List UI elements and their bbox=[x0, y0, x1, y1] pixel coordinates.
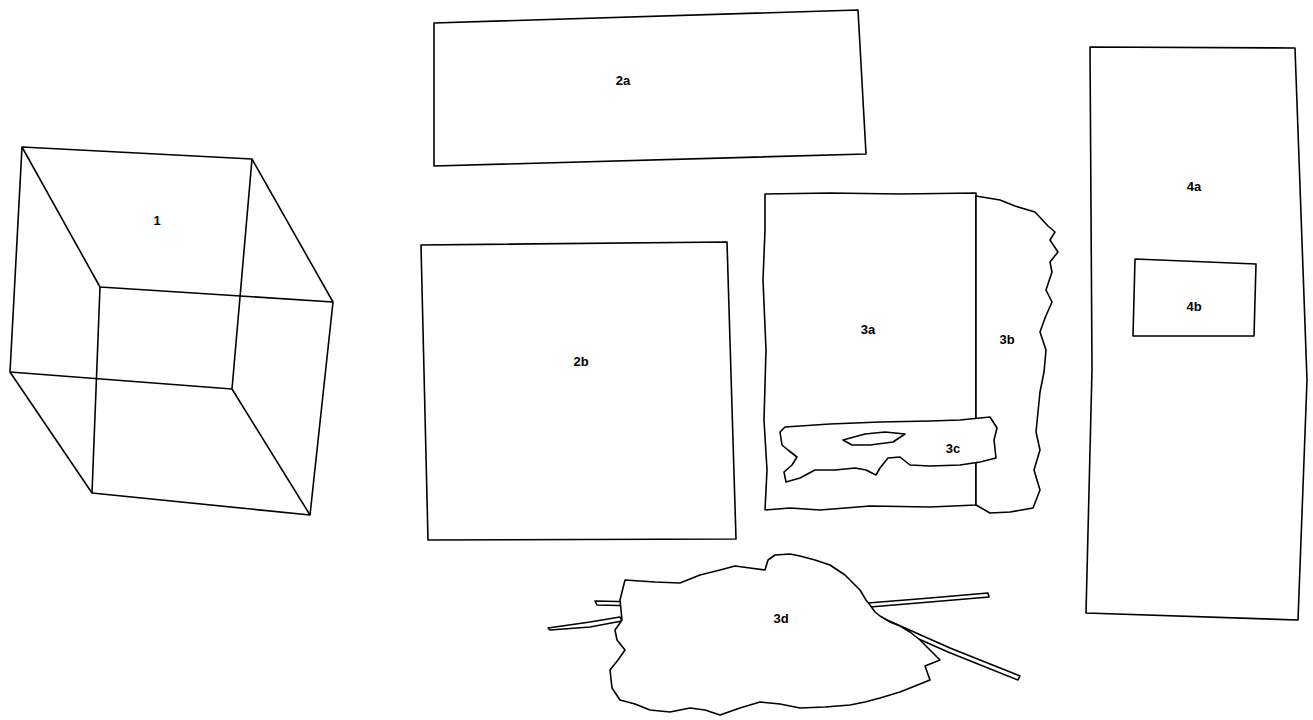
part-label: 1 bbox=[153, 214, 160, 227]
outline-stroke bbox=[610, 554, 940, 715]
irregular-blob-outline bbox=[546, 551, 1023, 719]
outline-stroke bbox=[10, 147, 333, 515]
part-label: 3c bbox=[946, 442, 960, 455]
outline-stroke bbox=[421, 242, 736, 540]
part-label: 2b bbox=[573, 355, 588, 368]
outline-stroke bbox=[1086, 47, 1307, 620]
outline-stroke bbox=[780, 417, 997, 482]
panel-shape: 2a bbox=[432, 8, 868, 168]
outline-stroke bbox=[843, 432, 905, 445]
irregular-blob: 3d bbox=[546, 551, 1023, 719]
part-label: 2a bbox=[616, 74, 630, 87]
outline-stroke bbox=[434, 10, 866, 166]
part-label: 4b bbox=[1186, 300, 1201, 313]
outline-stroke bbox=[22, 147, 333, 493]
part-label: 3d bbox=[773, 612, 788, 625]
part-label: 4a bbox=[1187, 180, 1201, 193]
cube-outline-outline bbox=[8, 145, 336, 518]
outline-stroke bbox=[1133, 259, 1256, 336]
panel-shape: 4a 4b bbox=[1084, 45, 1310, 623]
outline-stroke bbox=[548, 617, 622, 630]
panel-shape: 2b bbox=[419, 240, 738, 542]
torn-panel: 3b bbox=[974, 191, 1062, 517]
overlay-strip-outline bbox=[778, 415, 1000, 485]
part-label: 3b bbox=[999, 333, 1014, 346]
overlay-strip: 3c bbox=[778, 415, 1000, 485]
inset-panel-outline bbox=[1131, 257, 1258, 338]
part-label: 3a bbox=[861, 323, 875, 336]
panel-shape-outline bbox=[432, 8, 868, 168]
panel-shape-outline bbox=[419, 240, 738, 542]
outline-stroke bbox=[976, 196, 1058, 513]
inset-panel: 4b bbox=[1131, 257, 1258, 338]
outline-stroke bbox=[868, 593, 989, 607]
outline-stroke bbox=[10, 159, 310, 515]
cube-outline: 1 bbox=[8, 145, 336, 518]
torn-panel-outline bbox=[974, 191, 1062, 517]
